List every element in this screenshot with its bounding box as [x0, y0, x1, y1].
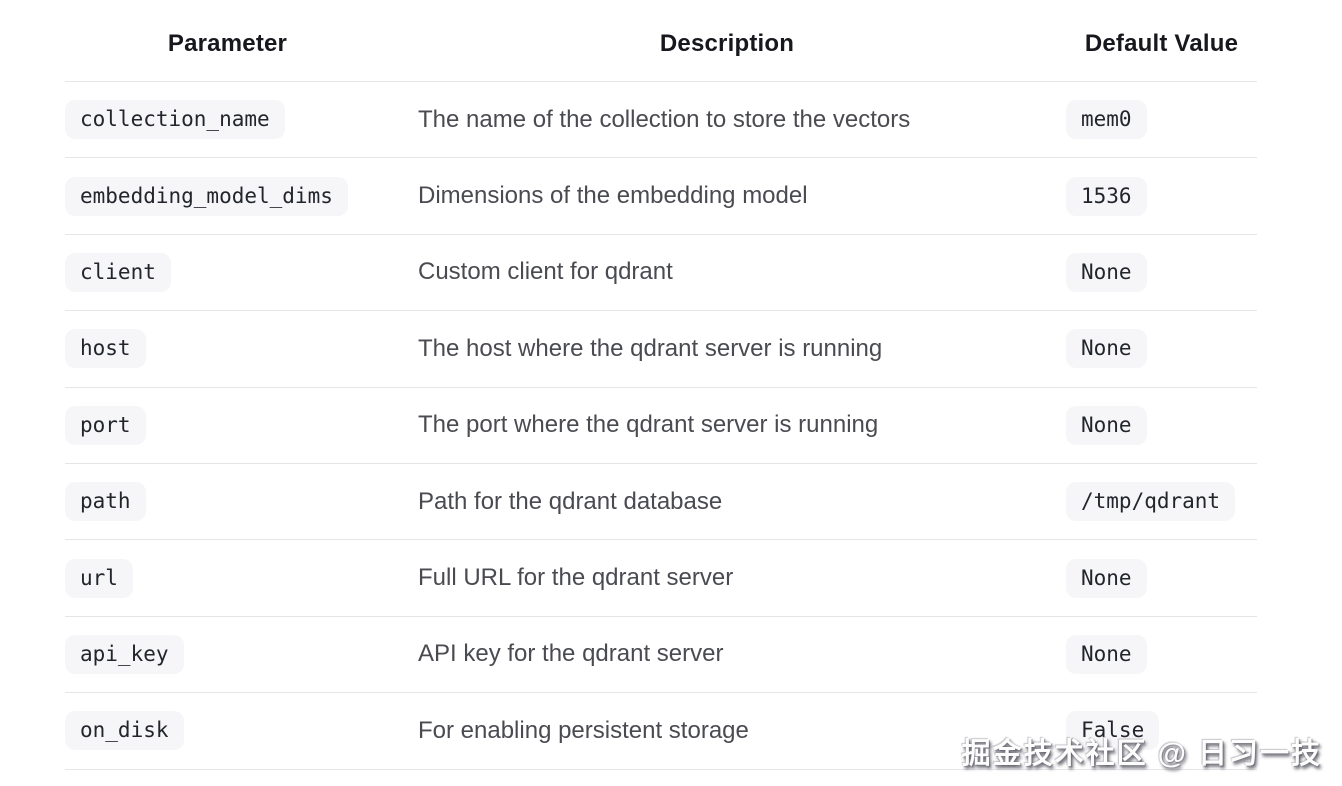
parameter-name: url	[80, 565, 118, 590]
parameter-name: port	[80, 412, 131, 437]
parameter-description: The host where the qdrant server is runn…	[418, 334, 883, 362]
default-value: None	[1081, 336, 1132, 361]
table-row: on_disk For enabling persistent storage …	[65, 693, 1257, 770]
default-value: False	[1081, 718, 1145, 743]
parameter-description: Full URL for the qdrant server	[418, 564, 734, 592]
parameter-chip: embedding_model_dims	[65, 176, 348, 216]
table-row: port The port where the qdrant server is…	[65, 388, 1257, 464]
table-row: collection_name The name of the collecti…	[65, 82, 1257, 159]
default-value: 1536	[1081, 183, 1132, 208]
parameter-chip: url	[65, 558, 133, 598]
parameter-description: API key for the qdrant server	[418, 640, 724, 668]
table-header-row: Parameter Description Default Value	[65, 0, 1257, 82]
parameter-name: on_disk	[80, 718, 169, 743]
default-value-chip: None	[1066, 634, 1147, 674]
table-row: embedding_model_dims Dimensions of the e…	[65, 158, 1257, 235]
parameter-description: The name of the collection to store the …	[418, 105, 911, 133]
table-body: collection_name The name of the collecti…	[65, 82, 1257, 770]
parameter-name: host	[80, 336, 131, 361]
parameter-chip: api_key	[65, 634, 184, 674]
default-value-chip: False	[1066, 711, 1160, 751]
parameter-description: Path for the qdrant database	[418, 487, 723, 515]
default-value-chip: /tmp/qdrant	[1066, 482, 1236, 522]
parameter-description: The port where the qdrant server is runn…	[418, 411, 879, 439]
parameter-name: client	[80, 259, 156, 284]
parameter-description: For enabling persistent storage	[418, 716, 749, 744]
parameter-name: embedding_model_dims	[80, 183, 333, 208]
parameter-chip: host	[65, 329, 146, 369]
parameter-chip: path	[65, 482, 146, 522]
table-row: host The host where the qdrant server is…	[65, 311, 1257, 388]
parameter-description: Custom client for qdrant	[418, 258, 673, 286]
default-value: None	[1081, 565, 1132, 590]
default-value-chip: None	[1066, 405, 1147, 445]
default-value: /tmp/qdrant	[1081, 489, 1221, 514]
default-value-chip: None	[1066, 252, 1147, 292]
default-value-chip: 1536	[1066, 176, 1147, 216]
parameter-chip: port	[65, 405, 146, 445]
column-header-default-value: Default Value	[1084, 29, 1239, 57]
default-value-chip: mem0	[1066, 100, 1147, 140]
parameter-name: path	[80, 489, 131, 514]
parameter-chip: client	[65, 252, 171, 292]
default-value: None	[1081, 641, 1132, 666]
table-row: path Path for the qdrant database /tmp/q…	[65, 464, 1257, 541]
default-value: None	[1081, 412, 1132, 437]
parameter-chip: on_disk	[65, 711, 184, 751]
parameter-chip: collection_name	[65, 100, 285, 140]
column-header-parameter: Parameter	[167, 29, 288, 57]
default-value-chip: None	[1066, 558, 1147, 598]
table-row: url Full URL for the qdrant server None	[65, 540, 1257, 617]
parameter-description: Dimensions of the embedding model	[418, 182, 808, 210]
parameter-name: collection_name	[80, 107, 270, 132]
parameters-table: Parameter Description Default Value coll…	[65, 0, 1257, 770]
column-header-description: Description	[659, 29, 795, 57]
default-value-chip: None	[1066, 329, 1147, 369]
default-value: None	[1081, 259, 1132, 284]
default-value: mem0	[1081, 107, 1132, 132]
table-row: api_key API key for the qdrant server No…	[65, 617, 1257, 694]
parameter-name: api_key	[80, 641, 169, 666]
table-row: client Custom client for qdrant None	[65, 235, 1257, 312]
